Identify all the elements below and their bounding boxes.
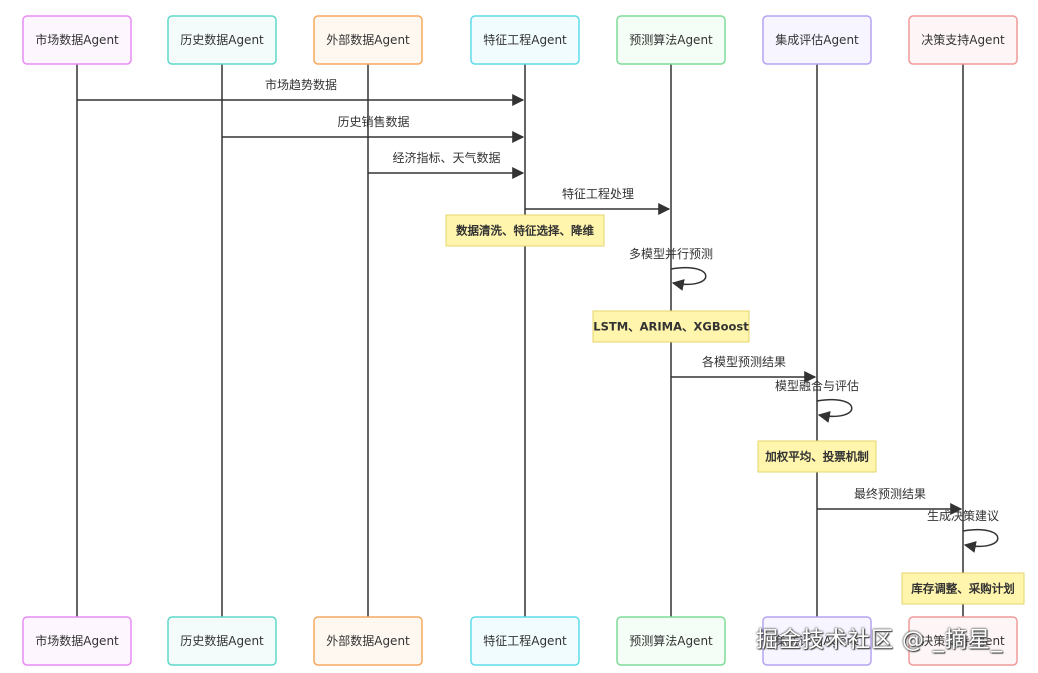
note-label-1: LSTM、ARIMA、XGBoost <box>593 320 749 334</box>
note-label-0: 数据清洗、特征选择、降维 <box>456 224 594 238</box>
actor-box-bottom-decision <box>908 616 1018 666</box>
note-box-3 <box>901 572 1025 605</box>
watermark: 掘金技术社区 @ _摘星_ <box>756 628 1003 653</box>
actor-box-bottom-feature <box>470 616 580 666</box>
actor-label-top-decision: 决策支持Agent <box>921 32 1005 47</box>
actor-label-top-feature: 特征工程Agent <box>483 32 567 47</box>
actor-label-bottom-ensemble: 集成评估Agent <box>775 633 859 648</box>
actor-box-top-decision <box>908 15 1018 65</box>
note-label-2: 加权平均、投票机制 <box>764 450 869 464</box>
actor-box-top-external <box>313 15 423 65</box>
actor-label-top-external: 外部数据Agent <box>326 32 410 47</box>
note-label-3: 库存调整、采购计划 <box>911 582 1015 596</box>
actor-box-bottom-ensemble <box>762 616 872 666</box>
actor-label-bottom-market: 市场数据Agent <box>35 633 119 648</box>
note-box-1 <box>592 310 750 343</box>
message-label-0: 市场趋势数据 <box>265 77 337 92</box>
actor-box-top-predict <box>616 15 726 65</box>
message-label-8: 生成决策建议 <box>927 509 999 523</box>
actor-box-bottom-external <box>313 616 423 666</box>
message-label-4: 多模型并行预测 <box>629 247 713 261</box>
note-box-2 <box>757 440 877 473</box>
actor-label-bottom-predict: 预测算法Agent <box>629 633 713 648</box>
actor-box-top-ensemble <box>762 15 872 65</box>
message-label-1: 历史销售数据 <box>337 114 409 129</box>
self-message-arrow-8 <box>962 528 999 553</box>
actor-box-top-history <box>167 15 277 65</box>
actor-box-bottom-predict <box>616 616 726 666</box>
actor-label-top-market: 市场数据Agent <box>35 32 119 47</box>
actor-label-bottom-decision: 决策支持Agent <box>921 633 1005 648</box>
message-label-2: 经济指标、天气数据 <box>392 150 500 165</box>
note-box-0 <box>445 214 605 247</box>
message-label-6: 模型融合与评估 <box>775 378 859 393</box>
message-label-5: 各模型预测结果 <box>702 354 786 369</box>
message-label-7: 最终预测结果 <box>854 486 926 501</box>
actor-box-top-feature <box>470 15 580 65</box>
self-message-arrow-6 <box>816 398 853 423</box>
message-label-3: 特征工程处理 <box>562 186 634 201</box>
actor-box-bottom-market <box>22 616 132 666</box>
actor-label-top-history: 历史数据Agent <box>180 32 264 47</box>
actor-label-bottom-external: 外部数据Agent <box>326 633 410 648</box>
actor-label-top-ensemble: 集成评估Agent <box>775 32 859 47</box>
actor-label-bottom-feature: 特征工程Agent <box>483 633 567 648</box>
actor-box-top-market <box>22 15 132 65</box>
self-message-arrow-4 <box>670 266 707 291</box>
actor-label-top-predict: 预测算法Agent <box>629 32 713 47</box>
actor-label-bottom-history: 历史数据Agent <box>180 633 264 648</box>
actor-box-bottom-history <box>167 616 277 666</box>
